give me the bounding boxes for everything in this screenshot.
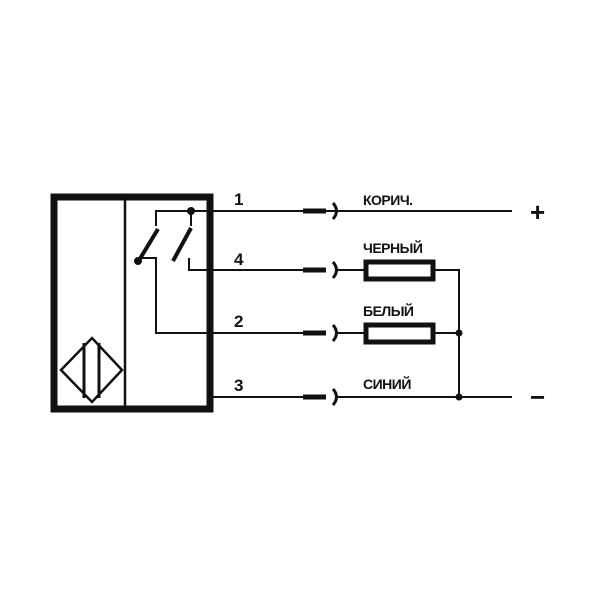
junction-dot bbox=[455, 393, 463, 401]
load-resistor-2 bbox=[363, 322, 436, 345]
switch-contacts bbox=[136, 210, 540, 398]
junction-dot bbox=[134, 257, 142, 265]
pin-number: 2 bbox=[234, 312, 243, 331]
junction-dot bbox=[455, 329, 463, 337]
wire-color-label: ЧЕРНЫЙ bbox=[363, 239, 423, 256]
load-resistor-1 bbox=[363, 259, 436, 282]
junction-dot bbox=[187, 207, 195, 215]
wire-color-label: БЕЛЫЙ bbox=[363, 302, 414, 319]
common-bus bbox=[435, 269, 460, 397]
connectors bbox=[303, 202, 512, 406]
pin-number: 1 bbox=[234, 190, 243, 209]
wire-color-label: КОРИЧ. bbox=[363, 192, 413, 208]
pin-number: 3 bbox=[234, 376, 243, 395]
wire-color-label: СИНИЙ bbox=[363, 375, 411, 392]
negative-terminal: − bbox=[530, 382, 545, 412]
pin-number: 4 bbox=[234, 250, 244, 269]
capacitive-sensor-icon bbox=[59, 336, 124, 404]
sensor-housing bbox=[50, 193, 214, 413]
positive-terminal: + bbox=[530, 197, 545, 227]
